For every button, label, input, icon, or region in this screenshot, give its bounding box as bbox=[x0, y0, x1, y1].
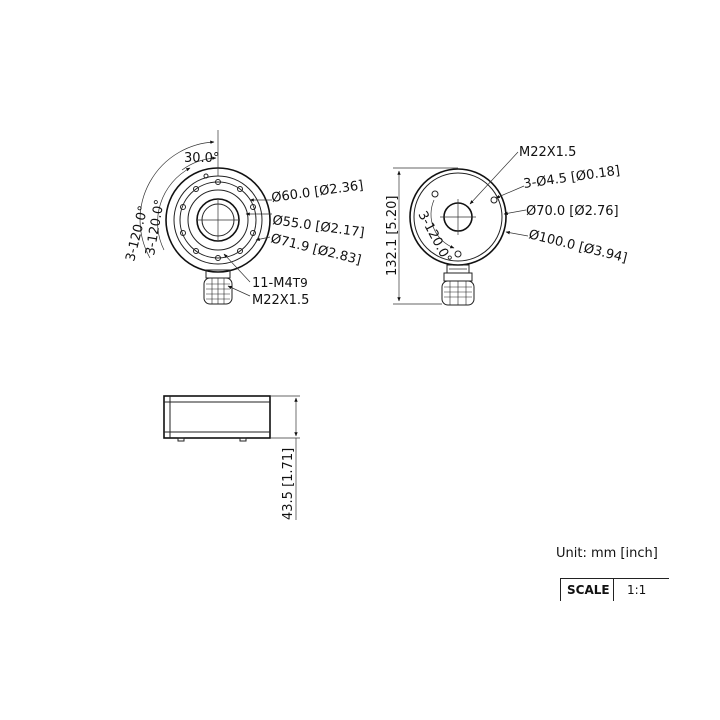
left-dia-a-label: Ø60.0 [Ø2.36] bbox=[270, 178, 364, 206]
left-angle-top-label: 30.0° bbox=[184, 151, 219, 166]
right-height-label: 132.1 [5.20] bbox=[385, 196, 400, 276]
right-holes-label: 3-Ø4.5 [Ø0.18] bbox=[522, 164, 620, 192]
left-recess bbox=[187, 189, 249, 251]
right-angle-arc bbox=[430, 199, 455, 249]
bolt-hole bbox=[250, 204, 256, 210]
right-bottom-view: M22X1.5 3-Ø4.5 [Ø0.18] 3-120.0° Ø70.0 [Ø… bbox=[385, 145, 629, 306]
bolt-hole bbox=[237, 248, 243, 254]
scale-value: 1:1 bbox=[627, 583, 647, 597]
right-dia-a-label: Ø70.0 [Ø2.76] bbox=[526, 204, 619, 219]
right-thread-label: M22X1.5 bbox=[519, 145, 576, 160]
right-angle-label: 3-120.0° bbox=[414, 209, 454, 266]
left-center-bore bbox=[196, 198, 240, 242]
side-foot bbox=[177, 437, 185, 442]
leader-thread-holes bbox=[223, 253, 251, 283]
side-foot bbox=[239, 437, 247, 442]
bolt-hole bbox=[180, 230, 186, 236]
side-view: 43.5 [1.71] bbox=[163, 395, 300, 520]
unit-label: Unit: mm [inch] bbox=[556, 546, 658, 561]
left-angle-arc-outer bbox=[139, 140, 215, 259]
leader-right-thread bbox=[469, 151, 519, 205]
leader-dia-c bbox=[255, 236, 271, 241]
left-top-view: 30.0° 3-120.0° 3-120.0° Ø60.0 [Ø2.36] Ø5… bbox=[123, 130, 365, 308]
leader-right-dia-a bbox=[503, 209, 527, 215]
left-thread-port-label: M22X1.5 bbox=[252, 293, 309, 308]
bolt-hole bbox=[203, 173, 209, 179]
right-rim-inner bbox=[413, 172, 503, 262]
left-angle-arc-inner bbox=[157, 167, 191, 251]
right-dia-b-label: Ø100.0 [Ø3.94] bbox=[527, 227, 629, 266]
left-angle-arc-top bbox=[181, 156, 217, 171]
side-body bbox=[163, 395, 271, 439]
left-bolt-holes bbox=[180, 173, 256, 261]
leader-thread-port bbox=[227, 285, 251, 297]
bolt-hole bbox=[193, 248, 199, 254]
scale-divider bbox=[613, 579, 614, 601]
gland-nut bbox=[443, 272, 473, 282]
bolt-hole bbox=[237, 186, 243, 192]
bolt-hole bbox=[250, 230, 256, 236]
scale-label: SCALE bbox=[567, 583, 610, 597]
mounting-hole bbox=[490, 196, 498, 204]
left-thread-holes-label: 11-M4T9 bbox=[252, 276, 308, 291]
bolt-hole bbox=[215, 179, 221, 185]
left-cable-gland bbox=[203, 269, 233, 305]
bolt-hole bbox=[180, 204, 186, 210]
left-bolt-circle bbox=[179, 181, 257, 259]
mounting-hole bbox=[454, 250, 462, 258]
right-cable-gland bbox=[441, 272, 475, 306]
bolt-hole bbox=[215, 255, 221, 261]
bolt-hole bbox=[193, 186, 199, 192]
leader-right-holes bbox=[495, 185, 525, 199]
leader-right-dia-b bbox=[505, 231, 529, 237]
mounting-hole bbox=[431, 190, 439, 198]
scale-box: SCALE 1:1 bbox=[560, 578, 669, 601]
side-height-label: 43.5 [1.71] bbox=[281, 448, 296, 520]
